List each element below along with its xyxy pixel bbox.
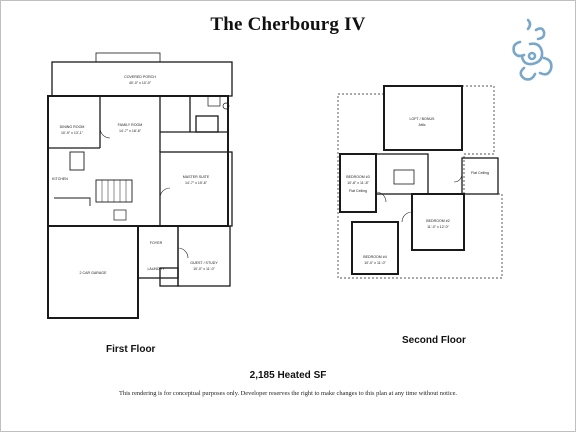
plan-title: The Cherbourg IV (210, 14, 366, 35)
kitchen-label: KITCHEN (52, 177, 68, 181)
bedroom4-label: BEDROOM #4 (363, 255, 387, 259)
bedroom2-size: 11'-0" x 12'-0" (427, 225, 450, 229)
family-room-size: 14'-7" x 18'-6" (119, 129, 142, 133)
loft-size: Attic (419, 123, 426, 127)
ceiling-a: Flat Ceiling (349, 189, 367, 193)
garage-label: 2 CAR GARAGE (80, 271, 108, 275)
master-suite-size: 14'-7" x 15'-6" (185, 181, 208, 185)
dining-room-size: 10'-9" x 13'-1" (61, 131, 84, 135)
bedroom2-label: BEDROOM #2 (426, 219, 450, 223)
laundry-label: LAUNDRY (147, 267, 165, 271)
bedroom3-label: BEDROOM #3 (346, 175, 370, 179)
first-floor-caption: First Floor (106, 344, 156, 355)
ceiling-b: Flat Ceiling (471, 171, 489, 175)
master-suite-label: MASTER SUITE (183, 175, 210, 179)
disclaimer-text: This rendering is for conceptual purpose… (118, 390, 458, 397)
foyer-label: FOYER (150, 241, 163, 245)
flourish-logo-icon (512, 18, 553, 81)
bedroom3-size: 10'-8" x 11'-8" (347, 181, 370, 185)
guest-label: GUEST / STUDY (190, 261, 218, 265)
second-floor-caption: Second Floor (402, 335, 466, 346)
family-room-label: FAMILY ROOM (118, 123, 143, 127)
loft-label: LOFT / BONUS (410, 117, 435, 121)
first-floor-plan: COVERED PORCH 40'-0" x 10'-0" DINING ROO… (47, 52, 233, 319)
porch-size: 40'-0" x 10'-0" (129, 81, 152, 85)
guest-size: 10'-0" x 11'-0" (193, 267, 216, 271)
heated-square-feet: 2,185 Heated SF (249, 370, 327, 381)
porch-label: COVERED PORCH (124, 75, 156, 79)
second-floor-plan: LOFT / BONUS Attic BEDROOM #3 10'-8" x 1… (337, 85, 503, 279)
bedroom4-size: 10'-0" x 11'-0" (364, 261, 387, 265)
dining-room-label: DINING ROOM (60, 125, 85, 129)
